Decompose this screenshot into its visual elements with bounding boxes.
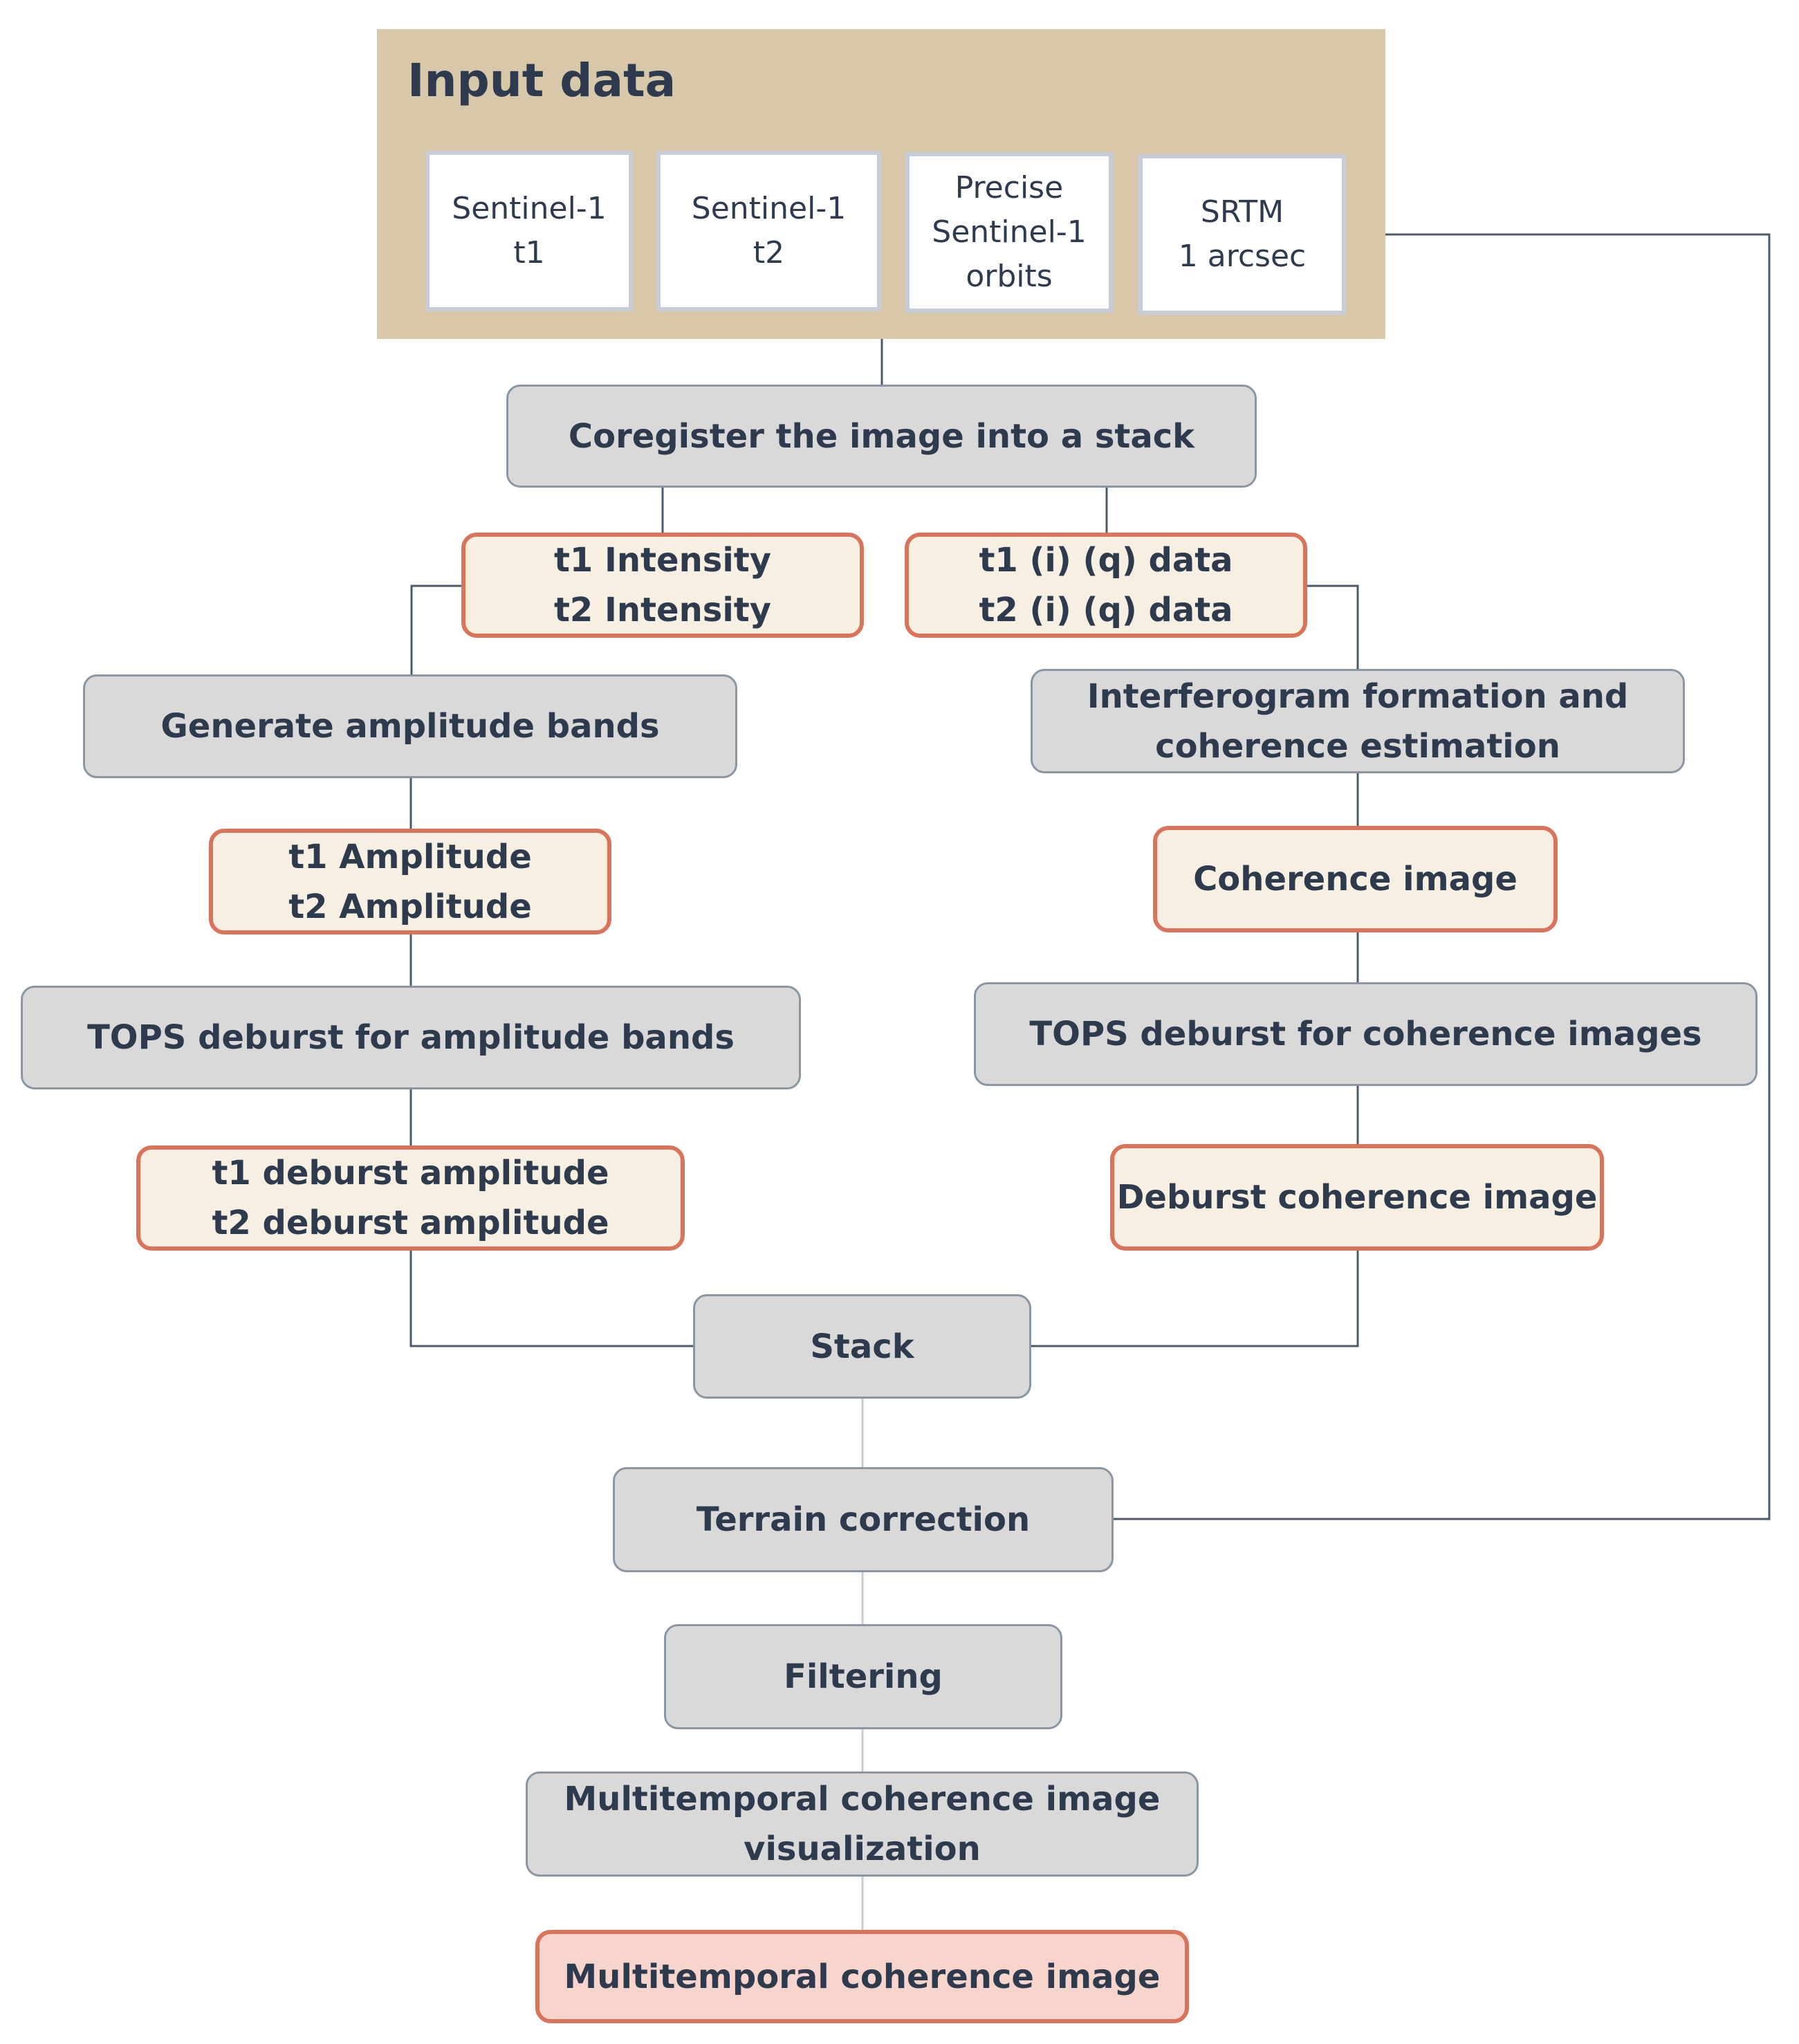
input-precise-orbits: Precise Sentinel-1 orbits [905, 152, 1113, 313]
output-deburst-coherence: Deburst coherence image [1110, 1144, 1604, 1251]
connector-deburst-coherence-stack [1031, 1251, 1359, 1347]
step-terrain-correction-label: Terrain correction [696, 1500, 1031, 1539]
output-iq-data-line1: t1 (i) (q) data [979, 541, 1233, 580]
output-deburst-amplitude: t1 deburst amplitude t2 deburst amplitud… [136, 1145, 685, 1251]
step-stack: Stack [693, 1294, 1031, 1399]
output-deburst-amplitude-line2: t2 deburst amplitude [212, 1204, 609, 1242]
output-multitemporal-coherence-label: Multitemporal coherence image [564, 1957, 1161, 1996]
input-srtm-line1: SRTM [1200, 194, 1284, 230]
step-tops-amplitude: TOPS deburst for amplitude bands [21, 986, 801, 1089]
step-tops-coherence-label: TOPS deburst for coherence images [1029, 1015, 1702, 1053]
input-sentinel1-t1-line2: t1 [513, 235, 545, 270]
output-coherence-image: Coherence image [1153, 826, 1558, 932]
input-sentinel1-t2-line2: t2 [753, 235, 785, 270]
input-sentinel1-t2-line1: Sentinel-1 [691, 191, 847, 226]
output-coherence-image-label: Coherence image [1193, 860, 1517, 899]
input-precise-orbits-line2: Sentinel-1 [932, 214, 1087, 250]
output-iq-data: t1 (i) (q) data t2 (i) (q) data [905, 533, 1307, 638]
output-iq-data-line2: t2 (i) (q) data [979, 591, 1233, 629]
step-visualization-line2: visualization [744, 1830, 981, 1868]
input-srtm-line2: 1 arcsec [1178, 239, 1307, 274]
connector-deburst-amplitude-stack [409, 1251, 693, 1347]
step-generate-amplitude: Generate amplitude bands [83, 674, 737, 778]
step-generate-amplitude-label: Generate amplitude bands [160, 707, 660, 746]
step-visualization-line1: Multitemporal coherence image [564, 1780, 1161, 1819]
step-interferogram: Interferogram formation and coherence es… [1031, 669, 1685, 773]
step-tops-coherence: TOPS deburst for coherence images [974, 982, 1758, 1086]
step-interferogram-line2: coherence estimation [1155, 726, 1560, 766]
connector-iq-interferogram [1307, 584, 1359, 669]
output-intensity-line2: t2 Intensity [553, 591, 771, 629]
output-amplitude-line1: t1 Amplitude [288, 837, 532, 876]
step-coregister: Coregister the image into a stack [506, 385, 1257, 488]
output-amplitude-line2: t2 Amplitude [288, 887, 532, 926]
output-amplitude: t1 Amplitude t2 Amplitude [209, 829, 611, 934]
step-interferogram-line1: Interferogram formation and [1087, 676, 1629, 716]
connector-srtm-terrain [1114, 233, 1771, 1520]
input-srtm: SRTM 1 arcsec [1138, 154, 1346, 315]
output-intensity: t1 Intensity t2 Intensity [461, 533, 864, 638]
step-filtering-label: Filtering [784, 1657, 943, 1696]
input-data-title: Input data [407, 54, 676, 107]
step-visualization: Multitemporal coherence image visualizat… [526, 1771, 1199, 1877]
input-sentinel1-t2: Sentinel-1 t2 [656, 151, 881, 311]
step-filtering: Filtering [664, 1624, 1062, 1729]
output-deburst-coherence-label: Deburst coherence image [1116, 1178, 1598, 1217]
output-multitemporal-coherence: Multitemporal coherence image [535, 1930, 1189, 2023]
input-precise-orbits-line3: orbits [966, 259, 1053, 294]
step-coregister-label: Coregister the image into a stack [568, 416, 1195, 456]
input-sentinel1-t1-line1: Sentinel-1 [452, 191, 607, 226]
step-terrain-correction: Terrain correction [613, 1467, 1114, 1572]
output-deburst-amplitude-line1: t1 deburst amplitude [212, 1154, 609, 1193]
input-precise-orbits-line1: Precise [954, 170, 1064, 205]
input-sentinel1-t1: Sentinel-1 t1 [425, 151, 633, 311]
step-tops-amplitude-label: TOPS deburst for amplitude bands [87, 1018, 735, 1057]
step-stack-label: Stack [810, 1327, 914, 1366]
output-intensity-line1: t1 Intensity [553, 541, 771, 580]
connector-intensity-generate [410, 584, 462, 674]
